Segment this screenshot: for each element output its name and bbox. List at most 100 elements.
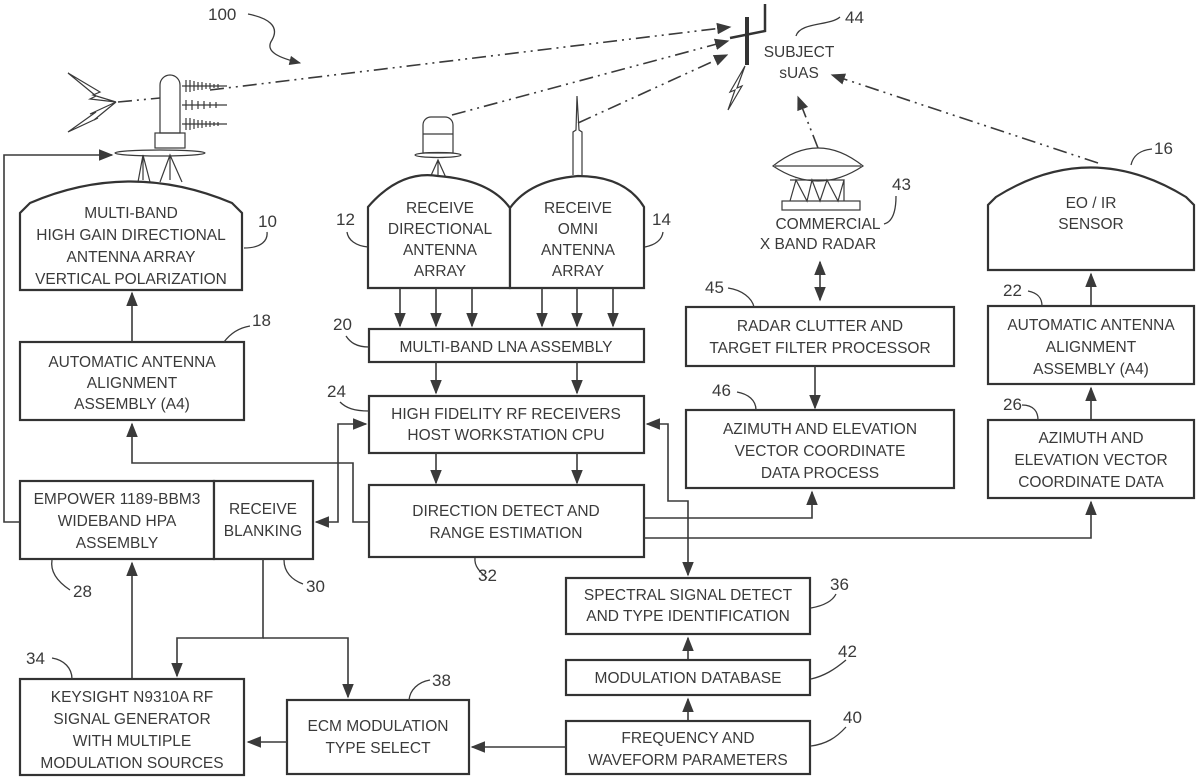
receivers-spectral-link — [645, 418, 694, 577]
receive-blanking-block — [212, 479, 315, 561]
azel-process-line-2: VECTOR COORDINATE — [735, 443, 906, 460]
azimuth-elevation-data-block — [986, 418, 1196, 500]
ref-40: 40 — [843, 708, 862, 727]
radar-dish-icon — [771, 147, 865, 211]
leader-14 — [644, 231, 664, 248]
rx-omni-line-4: ARRAY — [552, 263, 604, 280]
blanking-to-ecm-line — [263, 637, 354, 699]
tx-antenna-line-3: ANTENNA ARRAY — [67, 249, 196, 266]
blanking-line-1: RECEIVE — [229, 501, 297, 518]
siggen-line-3: WITH MULTIPLE — [73, 733, 192, 750]
transmit-antenna-icon — [114, 74, 227, 183]
rx-omni-line-1: RECEIVE — [544, 200, 612, 217]
rx-omni-antenna-icon — [572, 95, 583, 175]
direction-to-azel-process-line — [644, 490, 818, 519]
align-left-line-3: ASSEMBLY (A4) — [74, 396, 190, 413]
ref-20: 20 — [333, 315, 352, 334]
leader-22 — [1027, 290, 1043, 307]
hpa-line-1: EMPOWER 1189-BBM3 — [34, 491, 201, 508]
antenna-to-lna-arrows — [394, 288, 619, 328]
leader-10 — [243, 231, 268, 249]
ref-16: 16 — [1154, 139, 1173, 158]
ref-43: 43 — [892, 175, 911, 194]
ref-18: 18 — [252, 311, 271, 330]
leader-45 — [727, 287, 755, 308]
blanking-to-generator-line — [171, 559, 264, 678]
ref-100: 100 — [208, 5, 236, 24]
suas-label-line-2: sUAS — [779, 65, 819, 82]
leader-24 — [339, 401, 370, 412]
azel-process-line-1: AZIMUTH AND ELEVATION — [723, 421, 917, 438]
leader-16 — [1130, 148, 1153, 166]
frequency-waveform-params-block — [564, 719, 812, 776]
leader-32 — [474, 557, 488, 579]
system-pointer-arrow — [247, 13, 302, 65]
leader-38 — [408, 679, 431, 701]
rx-directional-beam — [451, 38, 730, 116]
ref-22: 22 — [1003, 281, 1022, 300]
azel-data-line-3: COORDINATE DATA — [1018, 474, 1164, 491]
ref-34: 34 — [26, 649, 45, 668]
right-antenna-alignment-block — [986, 304, 1196, 386]
radar-beam — [797, 95, 819, 149]
azel-process-line-3: DATA PROCESS — [761, 465, 879, 482]
ref-12: 12 — [336, 210, 355, 229]
hpa-line-2: WIDEBAND HPA — [58, 513, 177, 530]
siggen-line-4: MODULATION SOURCES — [40, 755, 223, 772]
ecm-line-1: ECM MODULATION — [308, 718, 449, 735]
direction-to-azel-data-line — [644, 500, 1097, 539]
ref-46: 46 — [712, 381, 731, 400]
leader-12 — [346, 231, 369, 248]
suas-emission-icon — [727, 65, 746, 111]
rx-directional-antenna-icon — [414, 116, 462, 181]
suas-drone-icon — [729, 4, 767, 65]
rx-omni-antenna-block — [508, 174, 646, 290]
align-right-line-2: ALIGNMENT — [1046, 339, 1137, 356]
radar-filter-line-1: RADAR CLUTTER AND — [737, 318, 903, 335]
mod-db-line-1: MODULATION DATABASE — [595, 670, 782, 687]
blanking-line-2: BLANKING — [224, 523, 302, 540]
radar-line-1: COMMERCIAL — [775, 216, 880, 233]
ecm-modulation-select-block — [285, 698, 471, 776]
receivers-line-1: HIGH FIDELITY RF RECEIVERS — [391, 406, 621, 423]
tx-antenna-line-2: HIGH GAIN DIRECTIONAL — [36, 227, 226, 244]
lna-assembly-block — [367, 327, 646, 364]
rf-receivers-block — [367, 394, 646, 455]
radar-clutter-filter-block — [684, 305, 956, 368]
azel-data-line-2: ELEVATION VECTOR — [1014, 452, 1167, 469]
leader-43 — [883, 195, 897, 225]
ref-32: 32 — [478, 566, 497, 585]
ref-42: 42 — [838, 642, 857, 661]
modulation-database-block — [564, 658, 812, 697]
leader-34 — [51, 657, 73, 680]
jamming-signal-icon — [67, 72, 117, 133]
ref-24: 24 — [327, 382, 346, 401]
direction-line-2: RANGE ESTIMATION — [429, 525, 582, 542]
ref-26: 26 — [1003, 395, 1022, 414]
freq-params-line-2: WAVEFORM PARAMETERS — [588, 752, 788, 769]
direction-detect-block — [367, 483, 646, 559]
radar-filter-line-2: TARGET FILTER PROCESSOR — [709, 340, 930, 357]
leader-20 — [345, 335, 370, 348]
leader-28 — [51, 559, 71, 591]
rx-directional-antenna-block — [366, 174, 512, 290]
rx-omni-line-2: OMNI — [558, 221, 598, 238]
ref-30: 30 — [306, 577, 325, 596]
leader-30 — [283, 559, 304, 585]
rx-directional-line-3: ANTENNA — [403, 242, 478, 259]
suas-label-line-1: SUBJECT — [764, 44, 835, 61]
lna-line-1: MULTI-BAND LNA ASSEMBLY — [399, 339, 612, 356]
direction-line-1: DIRECTION DETECT AND — [412, 503, 599, 520]
leader-18 — [223, 325, 251, 343]
rx-directional-line-1: RECEIVE — [406, 200, 474, 217]
tx-antenna-line-4: VERTICAL POLARIZATION — [35, 271, 227, 288]
siggen-line-2: SIGNAL GENERATOR — [53, 711, 210, 728]
tx-antenna-array-block — [18, 180, 244, 292]
siggen-line-1: KEYSIGHT N9310A RF — [51, 689, 214, 706]
radar-line-2: X BAND RADAR — [760, 236, 876, 253]
hpa-assembly-block — [18, 479, 216, 561]
eo-ir-beam — [830, 73, 1099, 164]
receivers-blanking-link — [314, 418, 368, 528]
eo-ir-sensor-block — [986, 166, 1196, 272]
